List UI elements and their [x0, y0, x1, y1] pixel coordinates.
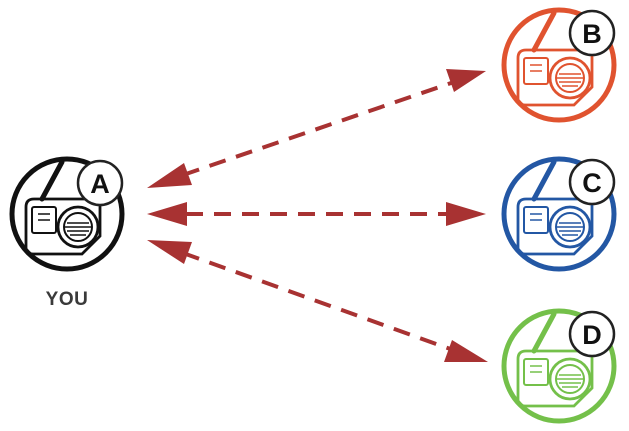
- node-b-letter: B: [582, 19, 602, 49]
- node-d: D: [501, 308, 617, 424]
- node-d-letter: D: [582, 320, 602, 350]
- arrowhead-a-end: [147, 240, 192, 264]
- connection-line-a-b: [182, 80, 455, 177]
- arrowhead-c-end: [446, 202, 486, 226]
- node-b: B: [501, 7, 617, 123]
- node-b-badge: [568, 9, 616, 57]
- connection-a-b: [147, 69, 486, 188]
- node-a: A YOU: [9, 156, 125, 310]
- arrowhead-d-end: [444, 340, 488, 362]
- node-c: C: [501, 156, 617, 272]
- connections: [147, 69, 488, 362]
- node-d-badge: [568, 310, 616, 358]
- arrowhead-b-end: [446, 69, 486, 92]
- node-a-letter: A: [90, 169, 110, 199]
- arrowhead-a-end: [147, 163, 192, 188]
- arrowhead-a-end: [147, 202, 187, 226]
- connection-a-d: [147, 240, 488, 362]
- node-a-badge: [76, 159, 124, 207]
- node-c-letter: C: [582, 168, 602, 198]
- node-c-badge: [568, 158, 616, 206]
- you-label: YOU: [46, 289, 89, 310]
- connection-a-c: [147, 202, 486, 226]
- connection-line-a-d: [182, 251, 454, 352]
